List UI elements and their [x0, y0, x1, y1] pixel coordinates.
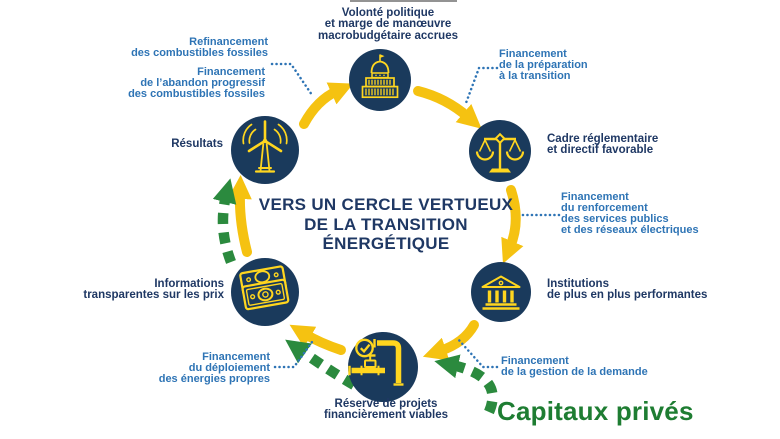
financing-label-phase-out: Financement de l’abandon progressif des …: [128, 66, 265, 100]
arrow-prices-to-results: [227, 175, 252, 257]
financing-label-grid: Financement du renforcement des services…: [561, 191, 699, 236]
scales-icon: [475, 132, 525, 173]
leader-deployment: [273, 340, 314, 369]
wind-turbine-icon: [242, 120, 288, 173]
financing-label-refinancing: Refinancement des combustibles fossiles: [131, 36, 268, 59]
financing-label-deployment: Financement du déploiement des énergies …: [158, 351, 270, 385]
top-crop-artifact: [350, 0, 457, 2]
leader-preparation: [464, 66, 499, 105]
banknotes-icon: [239, 265, 290, 311]
pipeline-check-icon: [348, 338, 404, 386]
financing-label-demand: Financement de la gestion de la demande: [501, 355, 648, 378]
node-label-regulation: Cadre réglementaire et directif favorabl…: [547, 133, 659, 157]
arrow-results-to-politics: [299, 82, 354, 129]
leader-demand: [456, 337, 499, 369]
node-label-prices: Informations transparentes sur les prix: [83, 278, 224, 302]
arrow-regulation-to-institutions: [501, 185, 524, 264]
node-institutions-circle: [471, 262, 531, 322]
node-results-circle: [231, 116, 299, 184]
node-label-projects: Réserve de projets financièrement viable…: [324, 398, 448, 422]
node-label-results: Résultats: [171, 138, 223, 150]
arrow-institutions-to-projects: [422, 320, 479, 361]
arrow-capital-to-results: [212, 178, 237, 264]
node-label-institutions: Institutions de plus en plus performante…: [547, 278, 708, 302]
bank-icon: [481, 275, 521, 310]
arrow-capital-to-prices: [285, 339, 357, 390]
diagram-title: VERS UN CERCLE VERTUEUX DE LA TRANSITION…: [258, 195, 514, 253]
financing-label-preparation: Financement de la préparation à la trans…: [499, 48, 588, 82]
arrow-politics-to-regulation: [413, 86, 482, 129]
capitol-icon: [361, 54, 399, 99]
node-politics-circle: [349, 49, 411, 111]
node-label-politics: Volonté politique et marge de manœuvre m…: [318, 7, 458, 42]
leader-refinancing: [270, 62, 314, 97]
arrow-projects-to-prices: [289, 324, 346, 355]
private-capital-label: Capitaux privés: [497, 396, 694, 426]
arrow-capital-to-projects: [434, 354, 498, 415]
